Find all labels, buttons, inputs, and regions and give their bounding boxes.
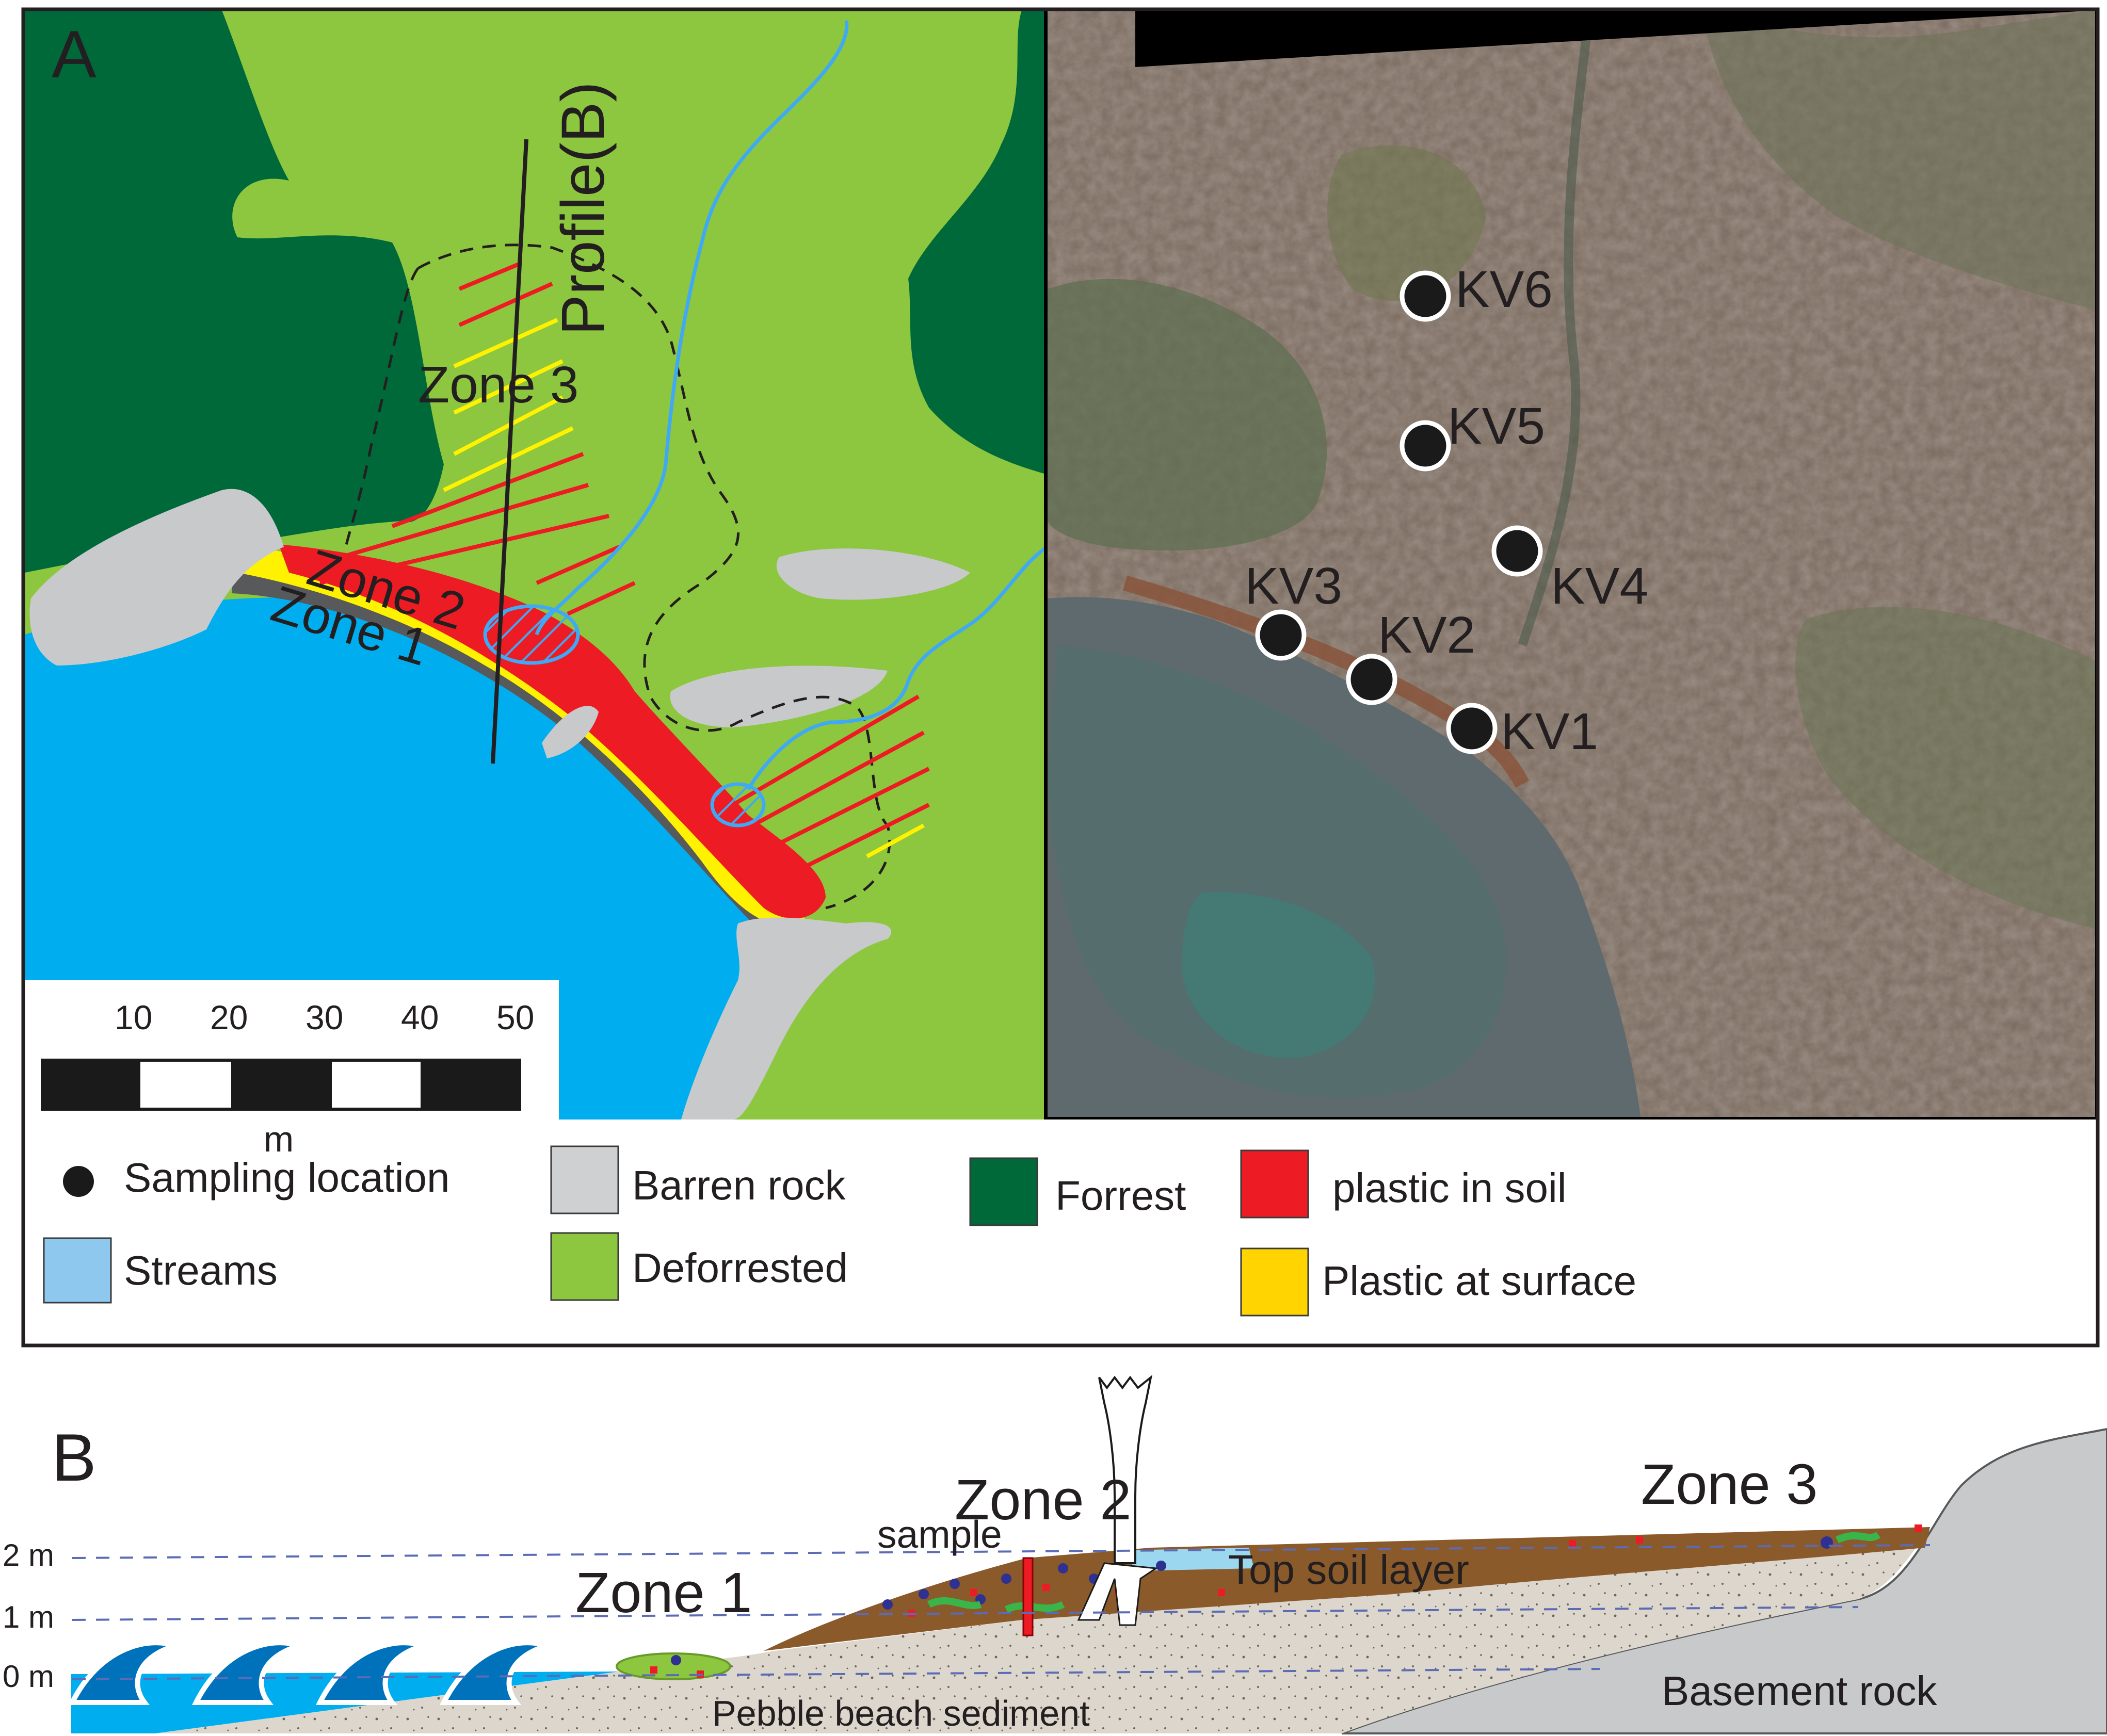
profile-label: Profile(B) <box>549 82 617 335</box>
sampling-label-kv1: KV1 <box>1501 703 1598 760</box>
elevation-0m: 0 m <box>3 1659 54 1694</box>
sampling-point-kv1: KV1 <box>1446 703 1598 760</box>
panel-a-label: A <box>52 17 96 92</box>
waves <box>68 1640 556 1705</box>
legend-forest: Forrest <box>969 1157 1186 1226</box>
sampling-point-kv6: KV6 <box>1400 261 1553 322</box>
elevation-lines <box>72 1544 1931 1680</box>
sampling-points: KV6 KV5 KV4 KV3 KV2 KV1 <box>1245 261 1648 760</box>
svg-text:Barren rock: Barren rock <box>632 1162 846 1208</box>
sampling-label-kv5: KV5 <box>1447 397 1545 455</box>
barren-rock-islet <box>542 706 599 758</box>
panel-b-label: B <box>52 1420 96 1495</box>
scale-tick-30: 30 <box>305 998 343 1036</box>
zone3-boundary-west <box>344 267 420 547</box>
legend-streams: Streams <box>43 1237 278 1304</box>
top-soil-label: Top soil layer <box>1228 1547 1469 1593</box>
profile-zone3-label: Zone 3 <box>1641 1453 1818 1516</box>
sampling-point-kv3: KV3 <box>1245 557 1342 661</box>
profile-line <box>491 139 528 764</box>
stream-patch-east <box>710 782 766 828</box>
legend-sampling-location: Sampling location <box>63 1155 449 1200</box>
barren-rock-west <box>29 489 284 666</box>
scale-tick-50: 50 <box>496 998 534 1036</box>
svg-text:Plastic at surface: Plastic at surface <box>1322 1258 1636 1304</box>
barren-rock-point <box>681 917 892 1120</box>
scale-tick-10: 10 <box>115 998 152 1036</box>
legend-plastic-at-surface: Plastic at surface <box>1240 1247 1636 1317</box>
panel-a-frame <box>21 7 2100 1348</box>
panel-a-map <box>25 10 1044 1120</box>
scale-bar: 10 20 30 40 50 m <box>25 980 559 1159</box>
legend-plastic-in-soil: plastic in soil <box>1240 1149 1567 1219</box>
sample-label: sample <box>877 1513 1002 1556</box>
stream-east <box>746 547 1044 790</box>
sample-core <box>1022 1557 1034 1636</box>
profile-zone1-label: Zone 1 <box>575 1561 752 1625</box>
profile-zone2-label: Zone 2 <box>955 1468 1131 1532</box>
tree-trunk <box>1098 1375 1153 1564</box>
aerial-photo <box>1044 10 2097 1120</box>
sampling-label-kv3: KV3 <box>1245 557 1342 615</box>
scale-unit: m <box>264 1119 294 1159</box>
sampling-point-kv5: KV5 <box>1400 397 1545 472</box>
legend-barren-rock: Barren rock <box>550 1145 846 1214</box>
shoreline <box>232 567 795 944</box>
elevation-2m: 2 m <box>3 1538 54 1572</box>
elevation-1m: 1 m <box>3 1600 54 1634</box>
svg-text:plastic in soil: plastic in soil <box>1332 1165 1567 1211</box>
sampling-point-kv4: KV4 <box>1491 525 1648 615</box>
legend-deforested: Deforrested <box>550 1232 848 1301</box>
svg-text:Sampling location: Sampling location <box>124 1155 449 1200</box>
sampling-label-kv2: KV2 <box>1378 606 1475 664</box>
sampling-point-kv2: KV2 <box>1346 606 1475 705</box>
panel-b-profile: B <box>3 1375 2107 1734</box>
sampling-label-kv6: KV6 <box>1455 261 1553 318</box>
sampling-label-kv4: KV4 <box>1551 557 1648 615</box>
stream-main <box>535 20 849 636</box>
barren-rock-island-2 <box>670 666 888 727</box>
svg-text:Forrest: Forrest <box>1055 1173 1186 1219</box>
svg-text:Streams: Streams <box>124 1247 278 1293</box>
zone2-plastic-soil <box>279 544 826 919</box>
scale-tick-20: 20 <box>210 998 248 1036</box>
forest-area-right <box>908 10 1044 474</box>
pebble-sediment-label: Pebble beach sediment <box>712 1693 1090 1733</box>
stream-patch-zone2 <box>483 604 580 665</box>
basement-rock-label: Basement rock <box>1662 1668 1938 1714</box>
forest-area-left <box>25 10 444 573</box>
barren-rock-island-1 <box>776 548 970 600</box>
scale-tick-40: 40 <box>401 998 439 1036</box>
tree-roots <box>1077 1562 1159 1626</box>
top-soil-layer <box>764 1527 1930 1651</box>
svg-text:Deforrested: Deforrested <box>632 1245 848 1291</box>
legend: Sampling location Streams Barren rock De… <box>43 1145 1636 1317</box>
map-zone3-label: Zone 3 <box>418 356 578 414</box>
